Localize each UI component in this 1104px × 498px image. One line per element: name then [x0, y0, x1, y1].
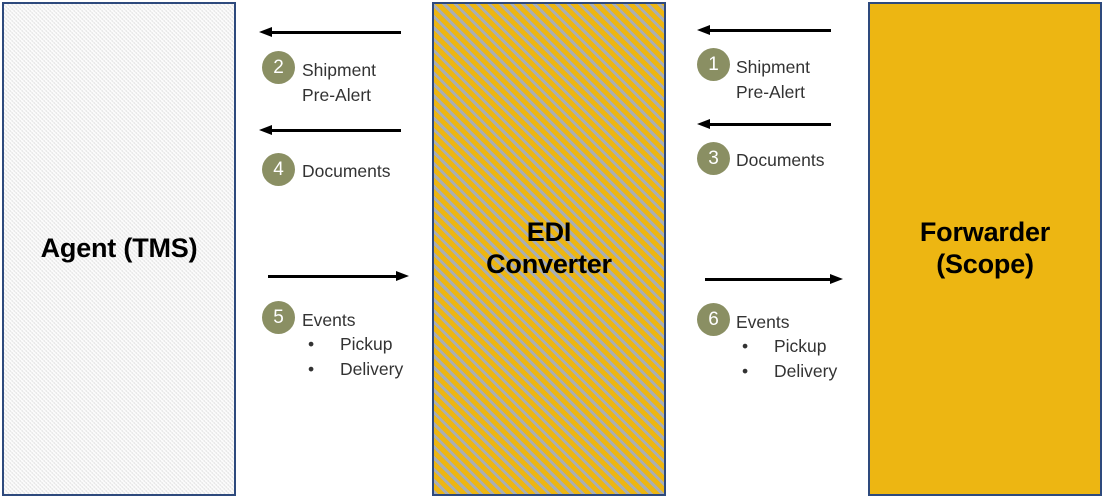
node-agent-tms[interactable]: Agent (TMS) — [2, 2, 236, 496]
flow-6-bullet-item: • Delivery — [736, 359, 837, 384]
flow-6-label: Events — [736, 312, 790, 332]
bullet-dot-icon: • — [308, 334, 315, 354]
bullet-dot-icon: • — [742, 336, 749, 356]
bullet-dot-icon: • — [742, 360, 749, 381]
flow-3-label: Documents — [736, 150, 825, 170]
flow-6-bullet-label: Pickup — [774, 336, 827, 356]
node-edi-converter[interactable]: EDI Converter — [432, 2, 666, 496]
flow-2-step-badge[interactable]: 2 — [262, 51, 295, 84]
flow-4-label: Documents — [302, 161, 391, 181]
flow-5-arrow-right-icon — [268, 271, 409, 281]
flow-1-label: Shipment Pre-Alert — [736, 57, 810, 102]
flow-6-bullet-item: • Pickup — [736, 334, 837, 359]
node-forwarder-scope[interactable]: Forwarder (Scope) — [868, 2, 1102, 496]
node-edi-converter-label: EDI Converter — [486, 217, 612, 279]
flow-6-bullet-label: Delivery — [774, 360, 838, 381]
flow-5-step-badge[interactable]: 5 — [262, 301, 295, 334]
flow-6-step-badge[interactable]: 6 — [697, 303, 730, 336]
flow-5-label: Events — [302, 310, 356, 330]
node-agent-tms-label: Agent (TMS) — [40, 233, 198, 264]
flow-3-arrow-left-icon — [697, 119, 831, 129]
flow-6-bullet-list: • Pickup • Delivery — [736, 334, 837, 384]
flow-6-arrow-right-icon — [705, 274, 843, 284]
flow-5-bullet-item: • Delivery — [302, 357, 403, 382]
flow-4-step-badge[interactable]: 4 — [262, 153, 295, 186]
flow-3-step-badge[interactable]: 3 — [697, 142, 730, 175]
node-forwarder-scope-label: Forwarder (Scope) — [919, 217, 1051, 279]
flow-5-bullet-item: • Pickup — [302, 332, 403, 357]
bullet-dot-icon: • — [308, 358, 315, 379]
flow-5-bullet-list: • Pickup • Delivery — [302, 332, 403, 382]
flow-2-arrow-left-icon — [259, 27, 401, 37]
flow-1-step-badge[interactable]: 1 — [697, 48, 730, 81]
flow-5-bullet-label: Delivery — [340, 358, 404, 379]
flow-1-arrow-left-icon — [697, 25, 831, 35]
flow-5-bullet-label: Pickup — [340, 334, 393, 354]
flow-4-arrow-left-icon — [259, 125, 401, 135]
flow-2-label: Shipment Pre-Alert — [302, 60, 376, 105]
